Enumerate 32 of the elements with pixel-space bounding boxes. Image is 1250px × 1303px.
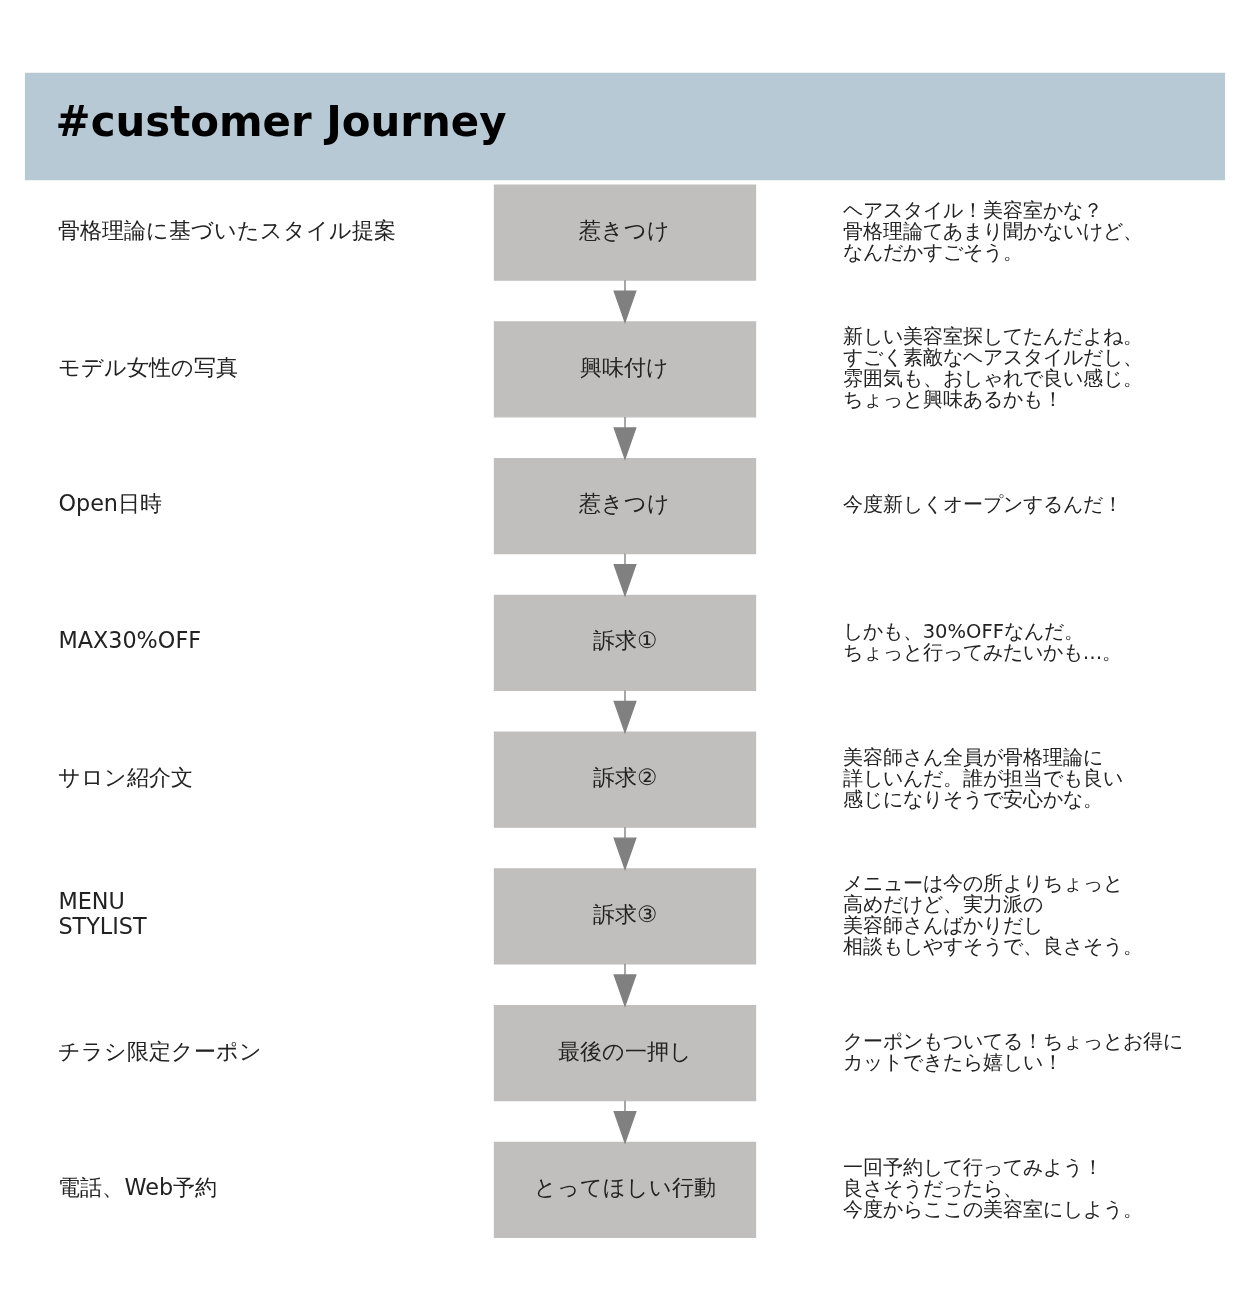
arrow xyxy=(613,826,637,871)
label: メニューは今の所よりちょっと高めだけど、実力派の美容師さんばかりだし相談もしやすそうで、良さそう。 xyxy=(842,871,1143,958)
label: クーポンもついてる！ちょっとお得にカットできたら嬉しい！ xyxy=(842,1029,1183,1074)
label: 電話、Web予約 xyxy=(58,1173,218,1200)
label: Open日時 xyxy=(58,489,163,516)
node-box: 訴求① xyxy=(493,594,757,691)
label: MENU STYLIST xyxy=(58,887,147,939)
label: 今度新しくオープンするんだ！ xyxy=(842,492,1123,516)
diagram-title: #customer Journey xyxy=(55,96,507,146)
node-box: 最後の一押し xyxy=(493,1004,757,1101)
label: 一回予約して行ってみよう！良さそうだったら、今度からここの美容室にしよう。 xyxy=(842,1155,1143,1221)
label: しかも、30%OFFなんだ。ちょっと行ってみたいかも…。 xyxy=(842,619,1123,664)
arrow xyxy=(613,1099,637,1144)
label: 骨格理論に基づいたスタイル提案 xyxy=(58,216,397,243)
label: チラシ限定クーポン xyxy=(58,1037,263,1064)
label: モデル女性の写真 xyxy=(58,353,239,380)
node-box: 訴求③ xyxy=(493,867,757,965)
node-box: 惹きつけ xyxy=(493,184,757,281)
label: サロン紹介文 xyxy=(58,763,194,790)
arrow xyxy=(613,962,637,1008)
label: 美容師さん全員が骨格理論に詳しいんだ。誰が担当でも良い感じになりそうで安心かな。 xyxy=(842,745,1123,811)
arrow xyxy=(613,552,637,597)
label: 新しい美容室探してたんだよね。すごく素敵なヘアスタイルだし、雰囲気も、おしゃれで良い感じ。ちょっと興味あるかも！ xyxy=(842,324,1143,411)
arrow xyxy=(613,415,637,461)
node-box: 興味付け xyxy=(493,320,757,418)
label: ヘアスタイル！美容室かな？骨格理論てあまり聞かないけど、なんだかすごそう。 xyxy=(842,198,1143,264)
arrow xyxy=(613,278,637,324)
arrow xyxy=(613,689,637,734)
node-box: とってほしい行動 xyxy=(493,1141,757,1238)
node-box: 惹きつけ xyxy=(493,457,757,554)
label: MAX30%OFF xyxy=(58,626,202,653)
node-box: 訴求② xyxy=(493,731,757,828)
